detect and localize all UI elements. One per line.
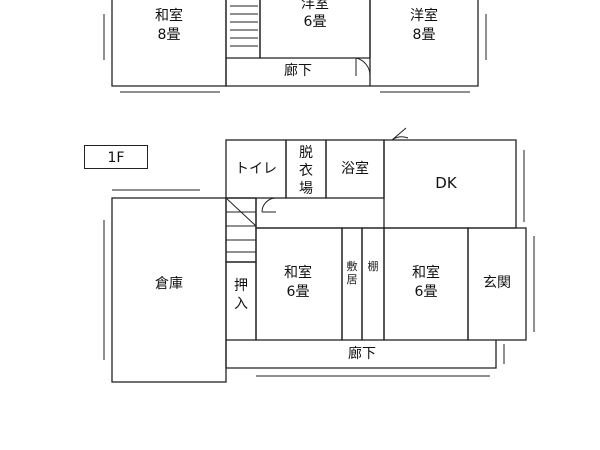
upper-stairs — [230, 5, 258, 47]
hallway-walls — [255, 198, 384, 229]
room-storage-label: 倉庫 — [155, 276, 183, 292]
room-dressing-label-1: 脱 — [299, 145, 313, 161]
floor-label-1f: 1F — [84, 145, 148, 169]
stairs-treads — [225, 197, 257, 253]
room-closet-label-2: 入 — [234, 296, 248, 312]
dk-door-swing — [391, 127, 409, 141]
upper-corridor-label: 廊下 — [284, 63, 312, 79]
room-dk-label: DK — [435, 174, 457, 192]
upper-room-youshitsu-8-walls — [369, 0, 479, 87]
room-dressing-label-2: 衣 — [299, 163, 313, 179]
room-entrance-label: 玄関 — [483, 275, 511, 291]
room-toilet-label: トイレ — [235, 161, 277, 177]
room-closet-label-1: 押 — [234, 278, 248, 294]
room-dressing-label-3: 場 — [299, 181, 313, 197]
upper-floor — [103, 0, 487, 93]
upper-room-youshitsu-6-name: 洋室 — [301, 0, 329, 12]
corridor-label: 廊下 — [348, 346, 376, 362]
upper-room-youshitsu-6-size: 6畳 — [303, 14, 327, 30]
upper-room-youshitsu-8-size: 8畳 — [412, 27, 436, 43]
corridor-walls — [225, 340, 497, 369]
first-floor — [103, 127, 535, 383]
strip-tana-label: 棚 — [367, 260, 379, 273]
room-bath-label: 浴室 — [341, 161, 369, 177]
strip-shikii-label-2: 居 — [346, 273, 358, 286]
room-entrance-walls — [467, 227, 527, 341]
upper-corridor-walls — [225, 58, 370, 87]
room-washitsu-right-size: 6畳 — [414, 284, 438, 300]
upper-door-swing — [355, 57, 371, 77]
upper-stairs-walls — [225, 0, 261, 59]
room-washitsu-left-size: 6畳 — [286, 284, 310, 300]
upper-room-washitsu-8-name: 和室 — [155, 8, 183, 24]
room-washitsu-left-name: 和室 — [284, 265, 312, 281]
strip-shikii-label-1: 敷 — [346, 260, 358, 273]
strip-tana-walls — [361, 227, 385, 341]
room-washitsu-right-name: 和室 — [412, 265, 440, 281]
upper-room-washitsu-8-size: 8畳 — [157, 27, 181, 43]
upper-room-youshitsu-8-name: 洋室 — [410, 8, 438, 24]
hall-door-swing — [261, 197, 277, 213]
